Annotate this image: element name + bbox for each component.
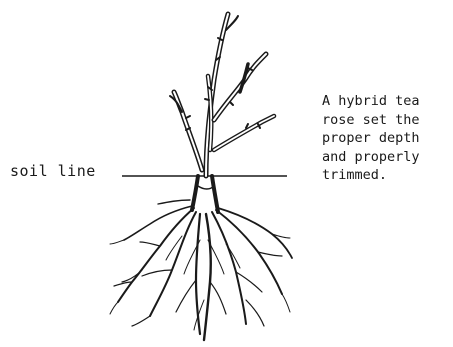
caption-line: and properly [322,148,450,167]
figure-caption: A hybrid tea rose set the proper depth a… [322,92,450,185]
rose-crown [192,176,218,212]
caption-line: trimmed. [322,166,450,185]
bud-marks [186,38,260,130]
caption-line: A hybrid tea [322,92,450,111]
rose-canes [170,14,274,176]
caption-line: proper depth [322,129,450,148]
cane-right-lower-inner [214,116,274,150]
soil-line-label: soil line [10,162,96,180]
rose-roots [110,200,292,340]
caption-line: rose set the [322,111,450,130]
